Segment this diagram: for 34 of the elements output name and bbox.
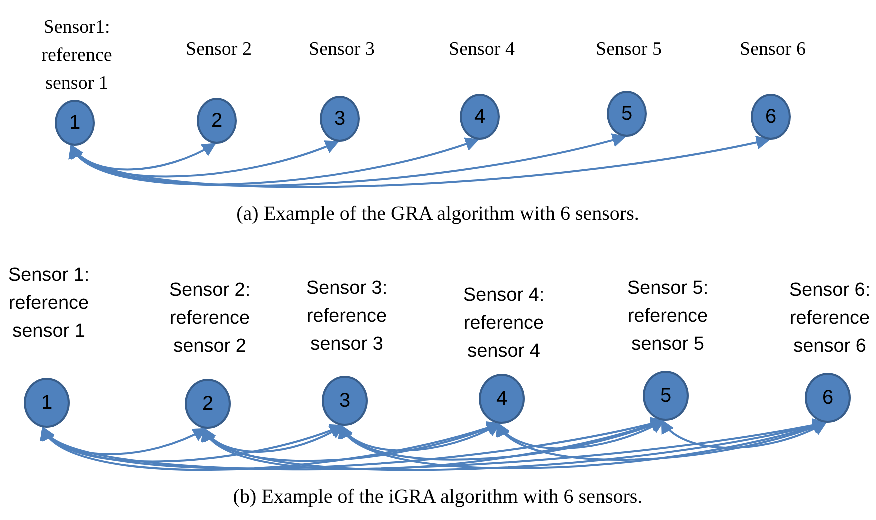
- sensor-label: Sensor 4: [448, 38, 516, 62]
- node-number: 3: [334, 108, 346, 130]
- node-number: 2: [202, 392, 214, 416]
- arrow: [497, 420, 666, 450]
- sensor-label: Sensor 6: [739, 38, 807, 62]
- node-number: 2: [211, 110, 223, 132]
- sensor-label: Sensor 5: reference sensor 5: [626, 277, 710, 357]
- sensor-label: Sensor 4: reference sensor 4: [462, 284, 546, 364]
- sensor-label: Sensor 1: reference sensor 1: [7, 264, 91, 344]
- figure-caption: (b) Example of the iGRA algorithm with 6 sensors.: [232, 486, 644, 509]
- node-number: 3: [339, 390, 351, 412]
- sensor-label: Sensor 6: reference sensor 6: [788, 279, 872, 359]
- sensor-label: Sensor 2: reference sensor 2: [168, 279, 252, 359]
- arrow: [70, 136, 771, 188]
- node-number: 5: [621, 102, 633, 126]
- sensor-label: Sensor 2: [185, 38, 253, 62]
- node-number: 6: [822, 386, 834, 410]
- node-number: 1: [41, 392, 53, 414]
- node-number: 6: [765, 106, 777, 128]
- node-number: 4: [474, 106, 486, 128]
- arrow: [203, 425, 344, 453]
- node-number: 1: [69, 112, 81, 134]
- figure-caption: (a) Example of the GRA algorithm with 6 sensors.: [236, 203, 640, 226]
- arrow: [42, 426, 208, 456]
- node-number: 5: [660, 384, 672, 408]
- arrow: [661, 420, 828, 449]
- sensor-label: Sensor 3: reference sensor 3: [305, 277, 389, 357]
- node-number: 4: [496, 388, 508, 410]
- sensor-label: Sensor 3: [308, 38, 376, 62]
- sensor-label: Sensor 5: [595, 38, 663, 62]
- arrow: [340, 423, 502, 452]
- arrow: [70, 140, 340, 178]
- sensor-label: Sensor1: reference sensor 1: [40, 16, 114, 96]
- arrow: [70, 143, 216, 171]
